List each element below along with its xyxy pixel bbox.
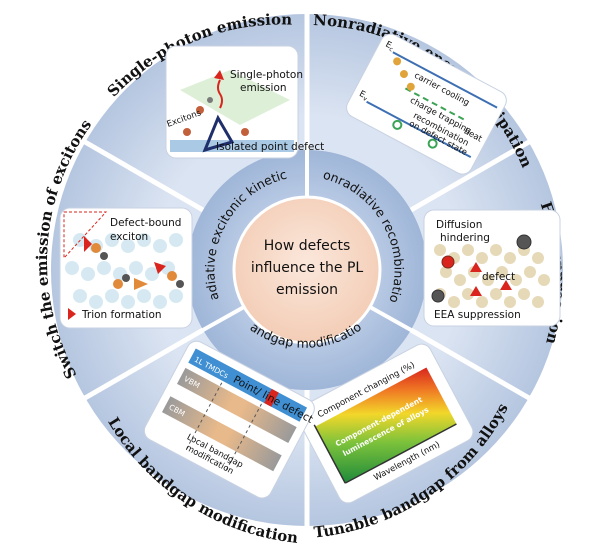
panel-eea-suppression: Diffusion hindering defect EEA suppressi… xyxy=(423,209,561,327)
single-photon-text-1: Single-photon xyxy=(230,69,303,81)
ev-label: Ev xyxy=(357,89,370,103)
diffusion-label-2: hindering xyxy=(440,232,490,244)
panel-switch-emission: Defect-bound exciton Trion formation xyxy=(59,207,193,329)
defect-bound-label-2: exciton xyxy=(110,231,148,243)
trion-formation-label: Trion formation xyxy=(81,309,162,321)
exciton-dot xyxy=(196,106,204,114)
photon-wave xyxy=(217,79,223,109)
panel-nonradiative-dissipation: Ec Ev carrier cooling charge trapping re… xyxy=(346,33,507,175)
defect-label: defect xyxy=(482,271,515,283)
ec-label: Ec xyxy=(383,40,396,54)
exciton-dot xyxy=(241,128,249,136)
center-line-3: emission xyxy=(276,282,338,298)
defect-triangle xyxy=(202,114,235,153)
exciton-dot xyxy=(183,128,191,136)
single-photon-text-2: emission xyxy=(240,82,287,94)
eea-suppression-panel-label: EEA suppression xyxy=(434,309,521,321)
diffusion-label-1: Diffusion xyxy=(436,219,482,231)
inner-dividers xyxy=(202,150,412,332)
outer-dividers xyxy=(83,14,531,526)
panel-single-photon: Single-photon emission Excitons Isolated… xyxy=(165,45,324,159)
alloy-spectrum xyxy=(315,367,457,484)
electron-dot xyxy=(207,97,213,103)
center-line-2: influence the PL xyxy=(251,260,364,276)
center-line-1: How defects xyxy=(264,238,351,254)
isolated-point-defect-label: Isolated point defect xyxy=(216,141,324,153)
panel-local-bandgap: 1L TMDCs Point/ line defect VBM CBM Loca… xyxy=(143,340,315,499)
defect-bound-label-1: Defect-bound xyxy=(110,217,181,229)
